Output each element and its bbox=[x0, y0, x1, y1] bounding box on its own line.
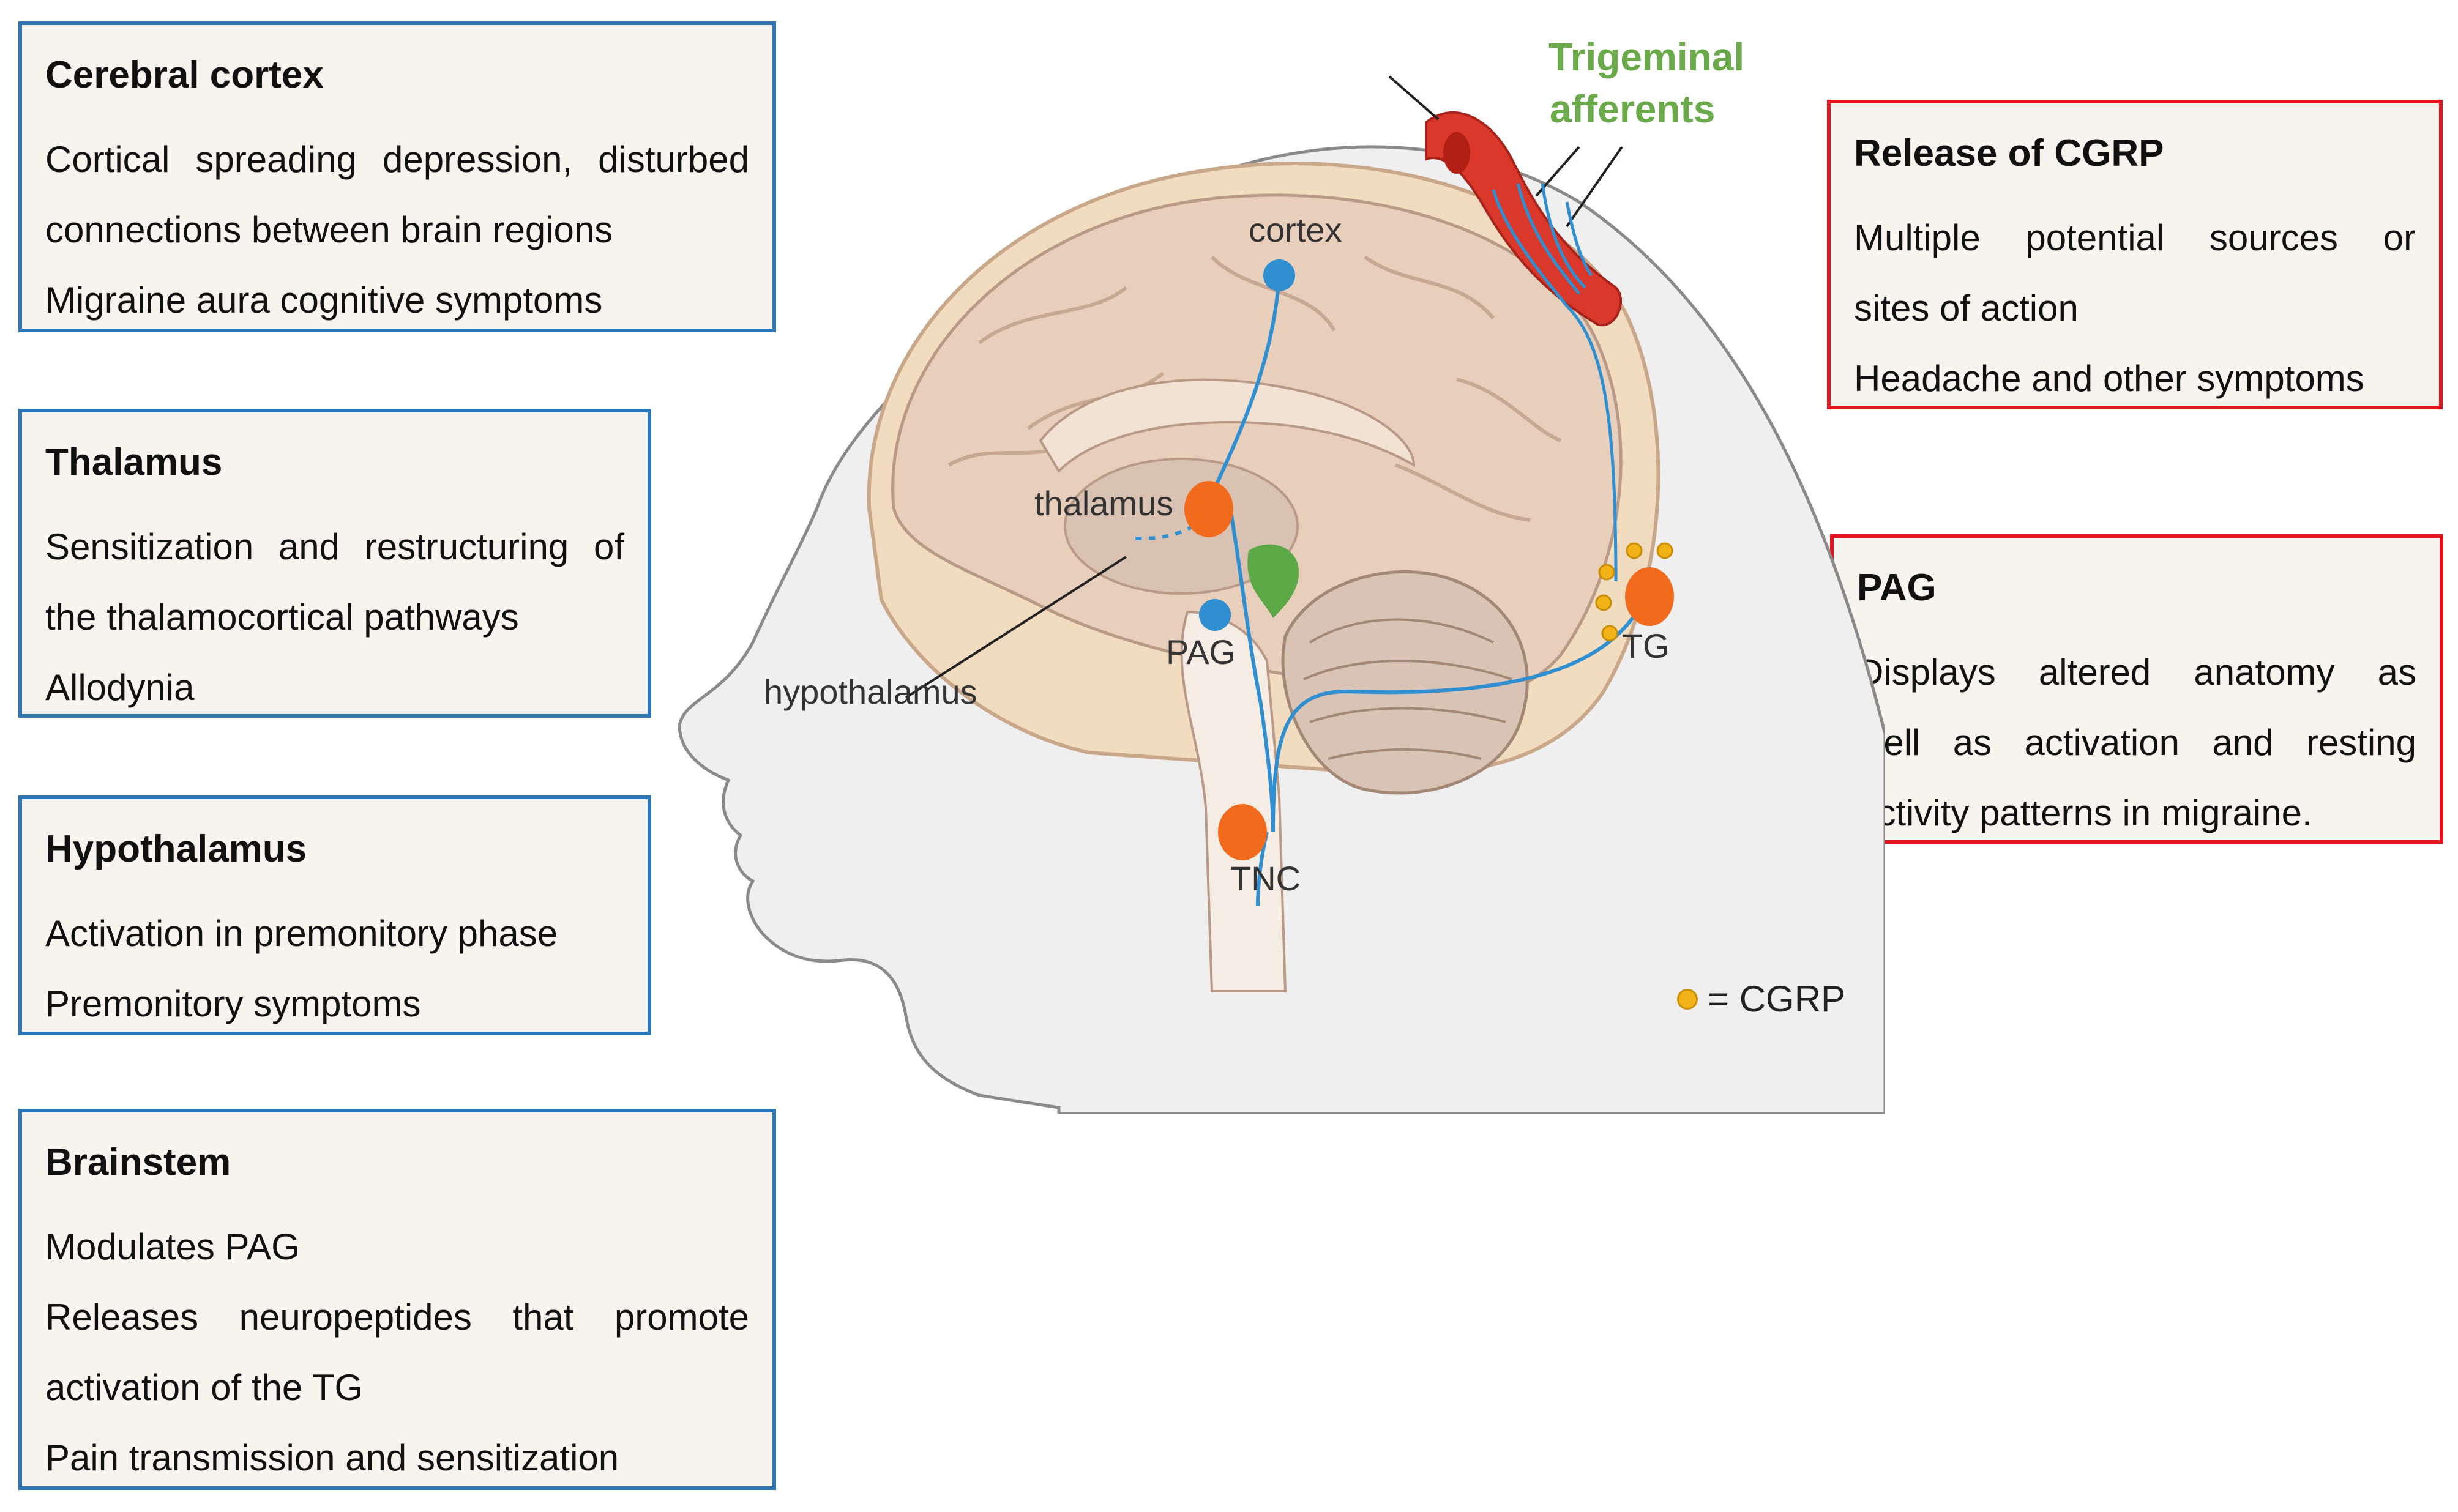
cortex-node bbox=[1263, 259, 1295, 291]
box-line: Headache and other symptoms bbox=[1854, 358, 2364, 399]
box-title: Brainstem bbox=[45, 1141, 231, 1183]
cgrp-dot-icon bbox=[1677, 988, 1698, 1010]
cgrp-dots bbox=[1595, 542, 1673, 642]
release-of-cgrp-box: Release of CGRP Multiple potential sourc… bbox=[1827, 100, 2443, 409]
legend-text: = CGRP bbox=[1708, 978, 1846, 1019]
thalamus-node bbox=[1184, 481, 1233, 537]
box-title: Cerebral cortex bbox=[45, 54, 324, 96]
tg-label: TG bbox=[1622, 627, 1670, 665]
vessel-opening bbox=[1443, 132, 1470, 174]
pag-node bbox=[1199, 599, 1231, 631]
box-title: PAG bbox=[1857, 567, 1937, 609]
box-title: Release of CGRP bbox=[1854, 132, 2164, 174]
box-line: the thalamocortical pathways bbox=[45, 597, 519, 638]
box-line: activity patterns in migraine. bbox=[1857, 792, 2312, 833]
tg-node bbox=[1625, 567, 1674, 626]
box-line: Sensitization and restructuring of bbox=[45, 526, 624, 567]
cortex-label: cortex bbox=[1249, 210, 1342, 249]
tnc-node bbox=[1218, 804, 1267, 860]
pag-box: PAG Displays altered anatomy as well as … bbox=[1830, 534, 2443, 844]
brainstem-box: Brainstem Modulates PAG Releases neurope… bbox=[18, 1109, 776, 1490]
hypothalamus-label: hypothalamus bbox=[764, 672, 977, 711]
trigeminal-fibers bbox=[1492, 183, 1618, 582]
box-title: Hypothalamus bbox=[45, 828, 307, 870]
box-line: Modulates PAG bbox=[45, 1226, 300, 1267]
thalamus-label: thalamus bbox=[1034, 484, 1173, 523]
box-line: Pain transmission and sensitization bbox=[45, 1437, 619, 1478]
box-line: Allodynia bbox=[45, 667, 195, 708]
box-line: connections between brain regions bbox=[45, 209, 613, 250]
tnc-label: TNC bbox=[1230, 859, 1301, 898]
box-line: well as activation and resting bbox=[1857, 722, 2416, 763]
cerebral-cortex-box: Cerebral cortex Cortical spreading depre… bbox=[18, 21, 776, 332]
box-line: activation of the TG bbox=[45, 1367, 364, 1408]
box-line: Cortical spreading depression, disturbed bbox=[45, 139, 749, 180]
green-structure bbox=[1247, 544, 1299, 618]
trigeminal-label: Trigeminal bbox=[1548, 35, 1744, 79]
brain-diagram: Trigeminal afferents cortex thalamus hyp… bbox=[678, 35, 1885, 1114]
box-title: Thalamus bbox=[45, 441, 223, 483]
corpus-callosum bbox=[1039, 378, 1416, 474]
box-line: Migraine aura cognitive symptoms bbox=[45, 280, 603, 321]
cerebellum bbox=[1281, 570, 1529, 795]
box-line: Displays altered anatomy as bbox=[1857, 652, 2416, 693]
brain bbox=[891, 193, 1623, 701]
box-line: Activation in premonitory phase bbox=[45, 913, 558, 954]
box-line: Releases neuropeptides that promote bbox=[45, 1297, 749, 1338]
cerebellum-folds bbox=[1303, 618, 1512, 760]
box-line: Premonitory symptoms bbox=[45, 983, 421, 1024]
pag-label: PAG bbox=[1166, 633, 1236, 671]
box-line: Multiple potential sources or bbox=[1854, 217, 2416, 258]
cgrp-legend: = CGRP bbox=[1677, 978, 1845, 1020]
thalamus-box: Thalamus Sensitization and restructuring… bbox=[18, 409, 651, 718]
afferents-label: afferents bbox=[1550, 87, 1715, 131]
box-line: sites of action bbox=[1854, 288, 2079, 329]
hypothalamus-box: Hypothalamus Activation in premonitory p… bbox=[18, 795, 651, 1035]
